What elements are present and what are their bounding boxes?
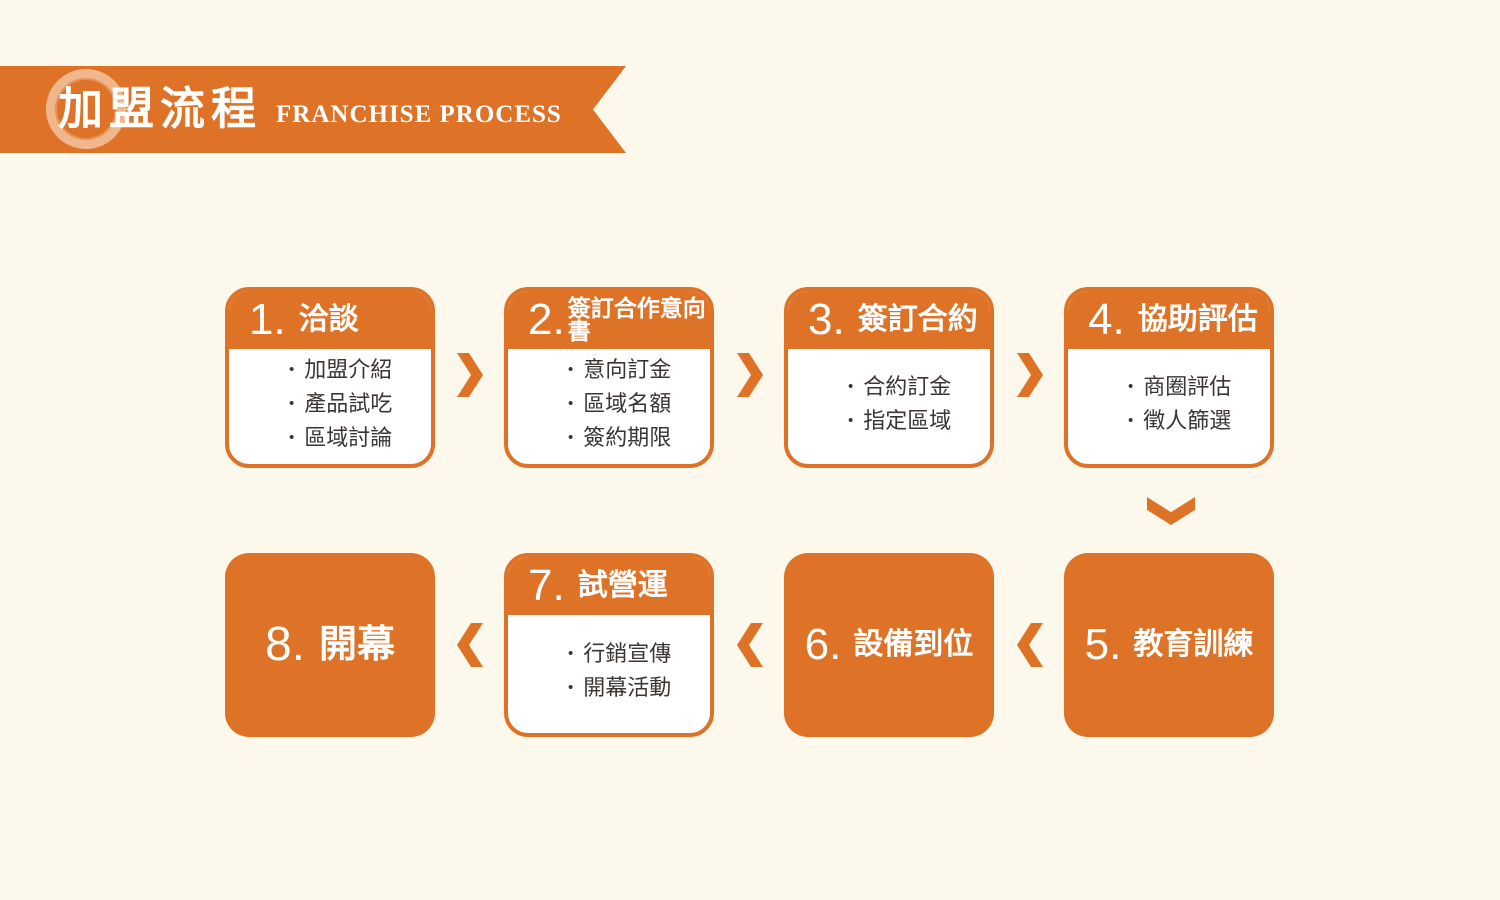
step-detail-item: 開幕活動	[568, 672, 700, 706]
chevron-right-icon	[457, 353, 483, 397]
banner-ribbon: 加盟流程 FRANCHISE PROCESS	[0, 66, 626, 153]
step-card-3: 3. 簽訂合約 合約訂金 指定區域	[784, 287, 994, 468]
step-1-header: 1. 洽談	[229, 291, 431, 349]
step-detail-list: 商圈評估 徵人篩選	[1068, 349, 1270, 464]
step-card-4: 4. 協助評估 商圈評估 徵人篩選	[1064, 287, 1274, 468]
banner-title-zh: 加盟流程	[58, 84, 263, 134]
step-6-label: 6. 設備到位	[805, 623, 974, 667]
step-detail-item: 行銷宣傳	[568, 638, 700, 672]
chevron-right-icon	[1017, 353, 1043, 397]
step-detail-list: 行銷宣傳 開幕活動	[508, 615, 710, 733]
chevron-left-icon	[457, 623, 483, 667]
step-card-5: 5. 教育訓練	[1064, 553, 1274, 737]
step-title: 簽訂合作意向書	[567, 295, 706, 344]
step-number: 8.	[264, 618, 305, 671]
step-number: 4.	[1088, 295, 1125, 344]
banner-title-en: FRANCHISE PROCESS	[276, 101, 562, 128]
step-detail-item: 區域討論	[289, 422, 421, 456]
step-card-1: 1. 洽談 加盟介紹 產品試吃 區域討論	[225, 287, 435, 468]
step-number: 5.	[1084, 620, 1122, 669]
step-card-2: 2. 簽訂合作意向書 意向訂金 區域名額 簽約期限	[504, 287, 714, 468]
step-title: 教育訓練	[1133, 628, 1254, 661]
step-detail-item: 徵人篩選	[1128, 405, 1260, 439]
step-number: 7.	[528, 561, 565, 610]
step-title: 開幕	[319, 624, 396, 666]
step-number: 2.	[528, 295, 565, 344]
step-card-6: 6. 設備到位	[784, 553, 994, 737]
step-card-8: 8. 開幕	[225, 553, 435, 737]
chevron-right-icon	[737, 353, 763, 397]
step-title: 協助評估	[1137, 303, 1258, 336]
chevron-left-icon	[1017, 623, 1043, 667]
step-number: 3.	[808, 295, 845, 344]
step-2-header: 2. 簽訂合作意向書	[508, 291, 710, 349]
step-detail-item: 商圈評估	[1128, 371, 1260, 405]
step-detail-item: 意向訂金	[568, 354, 700, 388]
step-number: 6.	[804, 620, 842, 669]
step-detail-item: 指定區域	[848, 405, 980, 439]
step-3-header: 3. 簽訂合約	[788, 291, 990, 349]
step-title: 洽談	[298, 303, 359, 336]
step-detail-item: 區域名額	[568, 388, 700, 422]
chevron-down-icon	[1147, 497, 1195, 525]
step-8-label: 8. 開幕	[265, 621, 395, 669]
step-5-label: 5. 教育訓練	[1085, 623, 1254, 667]
step-detail-list: 合約訂金 指定區域	[788, 349, 990, 464]
step-7-header: 7. 試營運	[508, 557, 710, 615]
step-detail-item: 合約訂金	[848, 371, 980, 405]
step-title: 簽訂合約	[857, 303, 978, 336]
step-detail-list: 加盟介紹 產品試吃 區域討論	[229, 349, 431, 464]
step-detail-list: 意向訂金 區域名額 簽約期限	[508, 349, 710, 464]
step-detail-item: 產品試吃	[289, 388, 421, 422]
step-number: 1.	[249, 295, 286, 344]
step-detail-item: 加盟介紹	[289, 354, 421, 388]
step-detail-item: 簽約期限	[568, 422, 700, 456]
step-4-header: 4. 協助評估	[1068, 291, 1270, 349]
step-card-7: 7. 試營運 行銷宣傳 開幕活動	[504, 553, 714, 737]
chevron-left-icon	[737, 623, 763, 667]
step-title: 設備到位	[853, 628, 974, 661]
step-title: 試營運	[577, 569, 668, 602]
